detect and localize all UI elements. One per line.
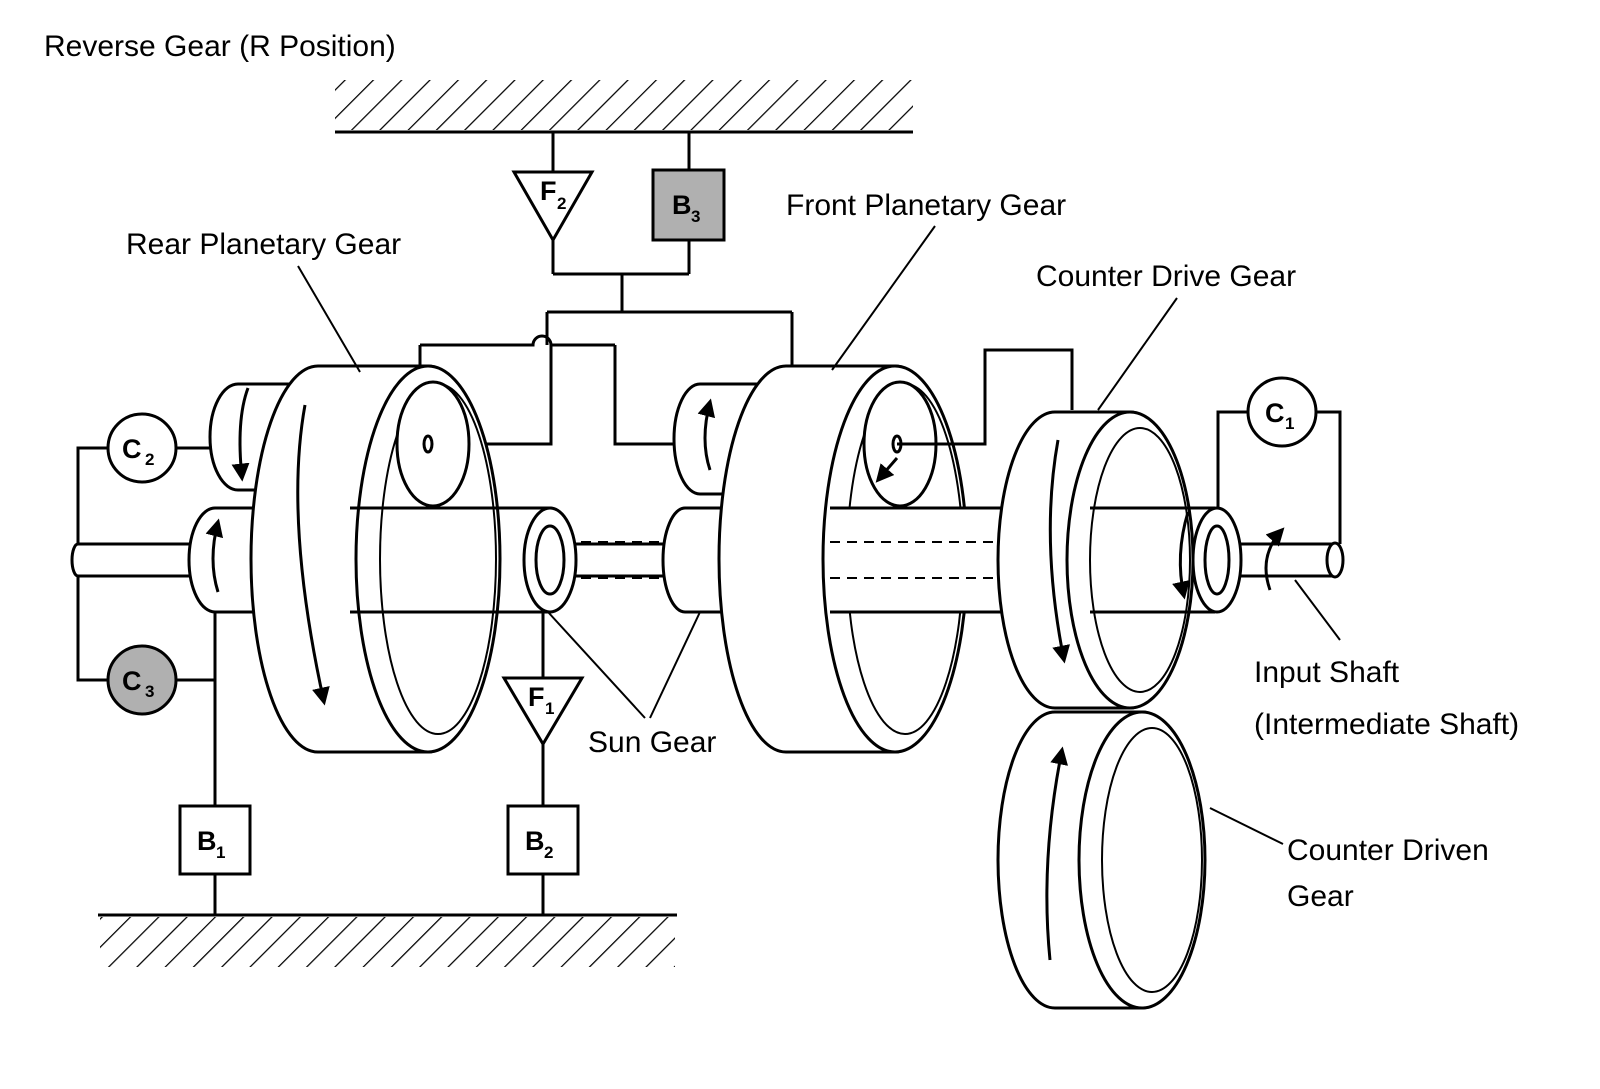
front-planetary-gear — [661, 348, 1215, 754]
label-input-shaft: Input Shaft — [1254, 656, 1400, 689]
input-shaft-rotation-arrow — [1264, 527, 1285, 591]
rear-planetary-gear — [187, 364, 578, 754]
svg-text:C: C — [122, 666, 142, 696]
label-counter-driven-gear: Gear — [1287, 880, 1354, 913]
svg-text:B: B — [672, 190, 692, 220]
b2-brake: B 2 — [506, 804, 580, 915]
svg-text:2: 2 — [145, 450, 154, 469]
label-front-planetary-gear: Front Planetary Gear — [786, 189, 1066, 222]
svg-text:C: C — [122, 434, 142, 464]
label-intermediate-shaft: (Intermediate Shaft) — [1254, 708, 1519, 741]
svg-text:F: F — [540, 176, 557, 206]
svg-text:1: 1 — [1285, 414, 1294, 433]
svg-text:2: 2 — [557, 194, 566, 213]
svg-text:C: C — [1265, 398, 1285, 428]
svg-text:3: 3 — [691, 207, 700, 226]
f2-one-way-clutch: F 2 — [511, 170, 595, 244]
label-counter-driven: Counter Driven — [1287, 834, 1489, 867]
label-sun-gear: Sun Gear — [588, 726, 716, 759]
bottom-ground — [98, 913, 677, 967]
b3-brake: B 3 — [651, 168, 726, 242]
f1-one-way-clutch: F 1 — [501, 612, 585, 806]
c2-clutch: C 2 — [76, 412, 212, 544]
label-counter-drive-gear: Counter Drive Gear — [1036, 260, 1296, 293]
c1-clutch: C 1 — [1216, 376, 1342, 544]
svg-text:2: 2 — [544, 843, 553, 862]
label-rear-planetary-gear: Rear Planetary Gear — [126, 228, 401, 261]
counter-drive-gear — [996, 410, 1243, 710]
counter-driven-gear — [996, 710, 1207, 1010]
leader-lines — [297, 225, 1341, 845]
svg-text:B: B — [197, 826, 217, 856]
top-linkage — [418, 132, 794, 446]
svg-text:1: 1 — [216, 843, 225, 862]
svg-text:1: 1 — [545, 699, 554, 718]
top-ground — [335, 80, 913, 134]
svg-text:B: B — [525, 826, 545, 856]
diagram-title: Reverse Gear (R Position) — [44, 30, 396, 63]
c3-clutch: C 3 — [76, 576, 215, 716]
svg-text:F: F — [528, 682, 545, 712]
b1-brake: B 1 — [178, 612, 252, 915]
svg-text:3: 3 — [145, 682, 154, 701]
